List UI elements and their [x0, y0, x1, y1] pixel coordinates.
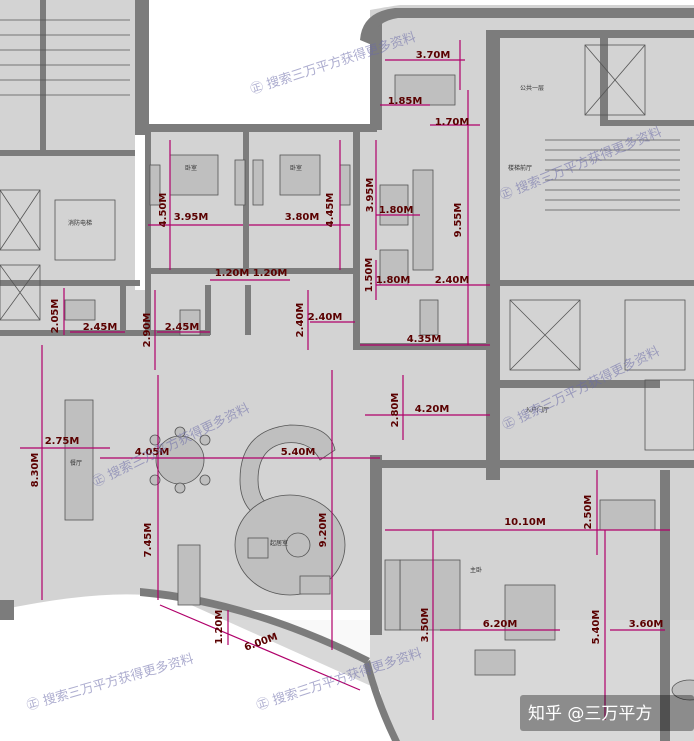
- credit-text: 知乎 @三万平方: [528, 704, 652, 724]
- dimension-label-d170: 1.70M: [435, 117, 470, 128]
- core-elevators: [0, 19, 694, 451]
- dimension-label-d280: 2.80M: [390, 393, 401, 428]
- dimension-label-d205: 2.05M: [50, 299, 61, 334]
- dimension-label-d150: 1.50M: [364, 258, 375, 293]
- svg-text:入户门厅: 入户门厅: [525, 406, 549, 414]
- svg-text:公共一层: 公共一层: [520, 84, 544, 92]
- dimension-label-d395: 3.95M: [174, 212, 209, 223]
- dimension-label-d370: 3.70M: [416, 50, 451, 61]
- dimension-label-d350: 3.50M: [420, 608, 431, 643]
- dimension-label-d540a: 5.40M: [281, 447, 316, 458]
- furniture: [64, 74, 694, 701]
- dimension-label-d245b: 2.45M: [165, 322, 200, 333]
- dimension-label-d120a: 1.20M: [215, 268, 250, 279]
- credit-banner: 知乎 @三万平方: [520, 695, 694, 731]
- dimension-label-d290: 2.90M: [142, 313, 153, 348]
- dimension-label-d920: 9.20M: [318, 513, 329, 548]
- dimension-label-d620: 6.20M: [483, 619, 518, 630]
- svg-text:起居室: 起居室: [270, 539, 288, 547]
- dimension-label-d395v: 3.95M: [365, 178, 376, 213]
- dimension-label-d955: 9.55M: [453, 203, 464, 238]
- dimension-label-d275: 2.75M: [45, 436, 80, 447]
- dimension-label-d120b: 1.20M: [253, 268, 288, 279]
- svg-text:消防电梯: 消防电梯: [68, 219, 92, 227]
- dimension-label-d185: 1.85M: [388, 96, 423, 107]
- dimension-label-d450a: 4.50M: [158, 193, 169, 228]
- dimension-label-d420: 4.20M: [415, 404, 450, 415]
- dimension-label-d405: 4.05M: [135, 447, 170, 458]
- svg-text:主卧: 主卧: [470, 566, 482, 574]
- dimension-label-d435: 4.35M: [407, 334, 442, 345]
- dimension-label-d250: 2.50M: [583, 495, 594, 530]
- dimension-label-d380: 3.80M: [285, 212, 320, 223]
- dimension-label-d245a: 2.45M: [83, 322, 118, 333]
- dimension-label-d240a: 2.40M: [435, 275, 470, 286]
- dimension-label-d360: 3.60M: [629, 619, 664, 630]
- dimension-label-d240b: 2.40M: [308, 312, 343, 323]
- svg-text:餐厅: 餐厅: [70, 459, 82, 467]
- dimension-lines: [20, 40, 670, 720]
- dimension-label-d180b: 1.80M: [376, 275, 411, 286]
- dimension-label-d830: 8.30M: [30, 453, 41, 488]
- dimension-label-d120c: 1.20M: [214, 610, 225, 645]
- dimension-label-d540b: 5.40M: [591, 610, 602, 645]
- svg-text:卧室: 卧室: [290, 164, 302, 172]
- room-labels: 卧室 卧室 公共一层 楼梯前厅 消防电梯 入户门厅 起居室 主卧 餐厅: [68, 84, 549, 574]
- svg-text:楼梯前厅: 楼梯前厅: [508, 164, 532, 172]
- dimension-label-d745: 7.45M: [143, 523, 154, 558]
- exterior: [0, 0, 400, 741]
- dimension-label-d180a: 1.80M: [379, 205, 414, 216]
- dimension-label-d240v: 2.40M: [295, 303, 306, 338]
- dimension-label-d1010: 10.10M: [504, 517, 546, 528]
- dimension-label-d445: 4.45M: [325, 193, 336, 228]
- svg-text:卧室: 卧室: [185, 164, 197, 172]
